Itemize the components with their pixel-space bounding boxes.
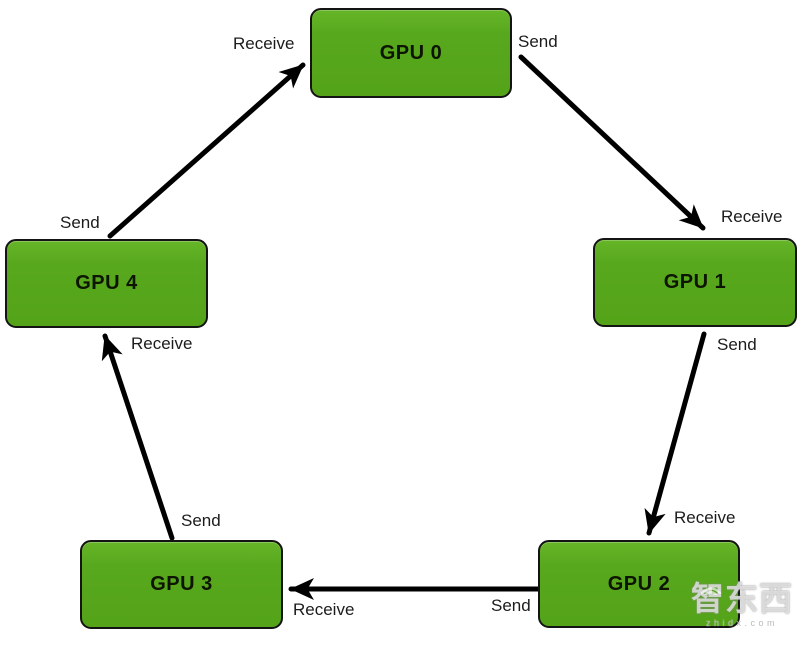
node-gpu-2-label: GPU 2 <box>607 572 671 595</box>
arrow-gpu4-to-gpu0 <box>107 62 306 239</box>
node-gpu-0-label: GPU 0 <box>379 41 443 64</box>
edge-gpu4-gpu0-receive-label: Receive <box>233 34 295 53</box>
edge-gpu3-gpu4-receive-label: Receive <box>131 334 193 353</box>
arrow-gpu1-to-gpu2 <box>644 331 707 536</box>
edge-gpu4-gpu0-send-label: Send <box>60 213 100 232</box>
arrow-gpu0-to-gpu1 <box>518 54 706 231</box>
arrow-gpu3-to-gpu4 <box>101 333 175 541</box>
edge-gpu2-gpu3-send-label: Send <box>491 596 531 615</box>
node-gpu-1-label: GPU 1 <box>663 271 727 293</box>
edge-gpu3-gpu4-send-label: Send <box>181 511 221 530</box>
node-gpu-3: GPU 3 <box>80 540 283 629</box>
edge-gpu0-gpu1-receive-label: Receive <box>721 207 783 226</box>
edge-gpu0-gpu1-send-label: Send <box>518 32 558 51</box>
node-gpu-3-label: GPU 3 <box>150 573 213 595</box>
edge-gpu1-gpu2-receive-label: Receive <box>674 508 736 527</box>
node-gpu-4-label: GPU 4 <box>75 272 138 294</box>
node-gpu-2: GPU 2 <box>538 540 740 628</box>
edge-gpu1-gpu2-send-label: Send <box>717 335 757 354</box>
node-gpu-0: GPU 0 <box>310 8 512 98</box>
node-gpu-1: GPU 1 <box>593 238 797 327</box>
edge-gpu2-gpu3-receive-label: Receive <box>293 600 355 619</box>
node-gpu-4: GPU 4 <box>5 239 208 328</box>
